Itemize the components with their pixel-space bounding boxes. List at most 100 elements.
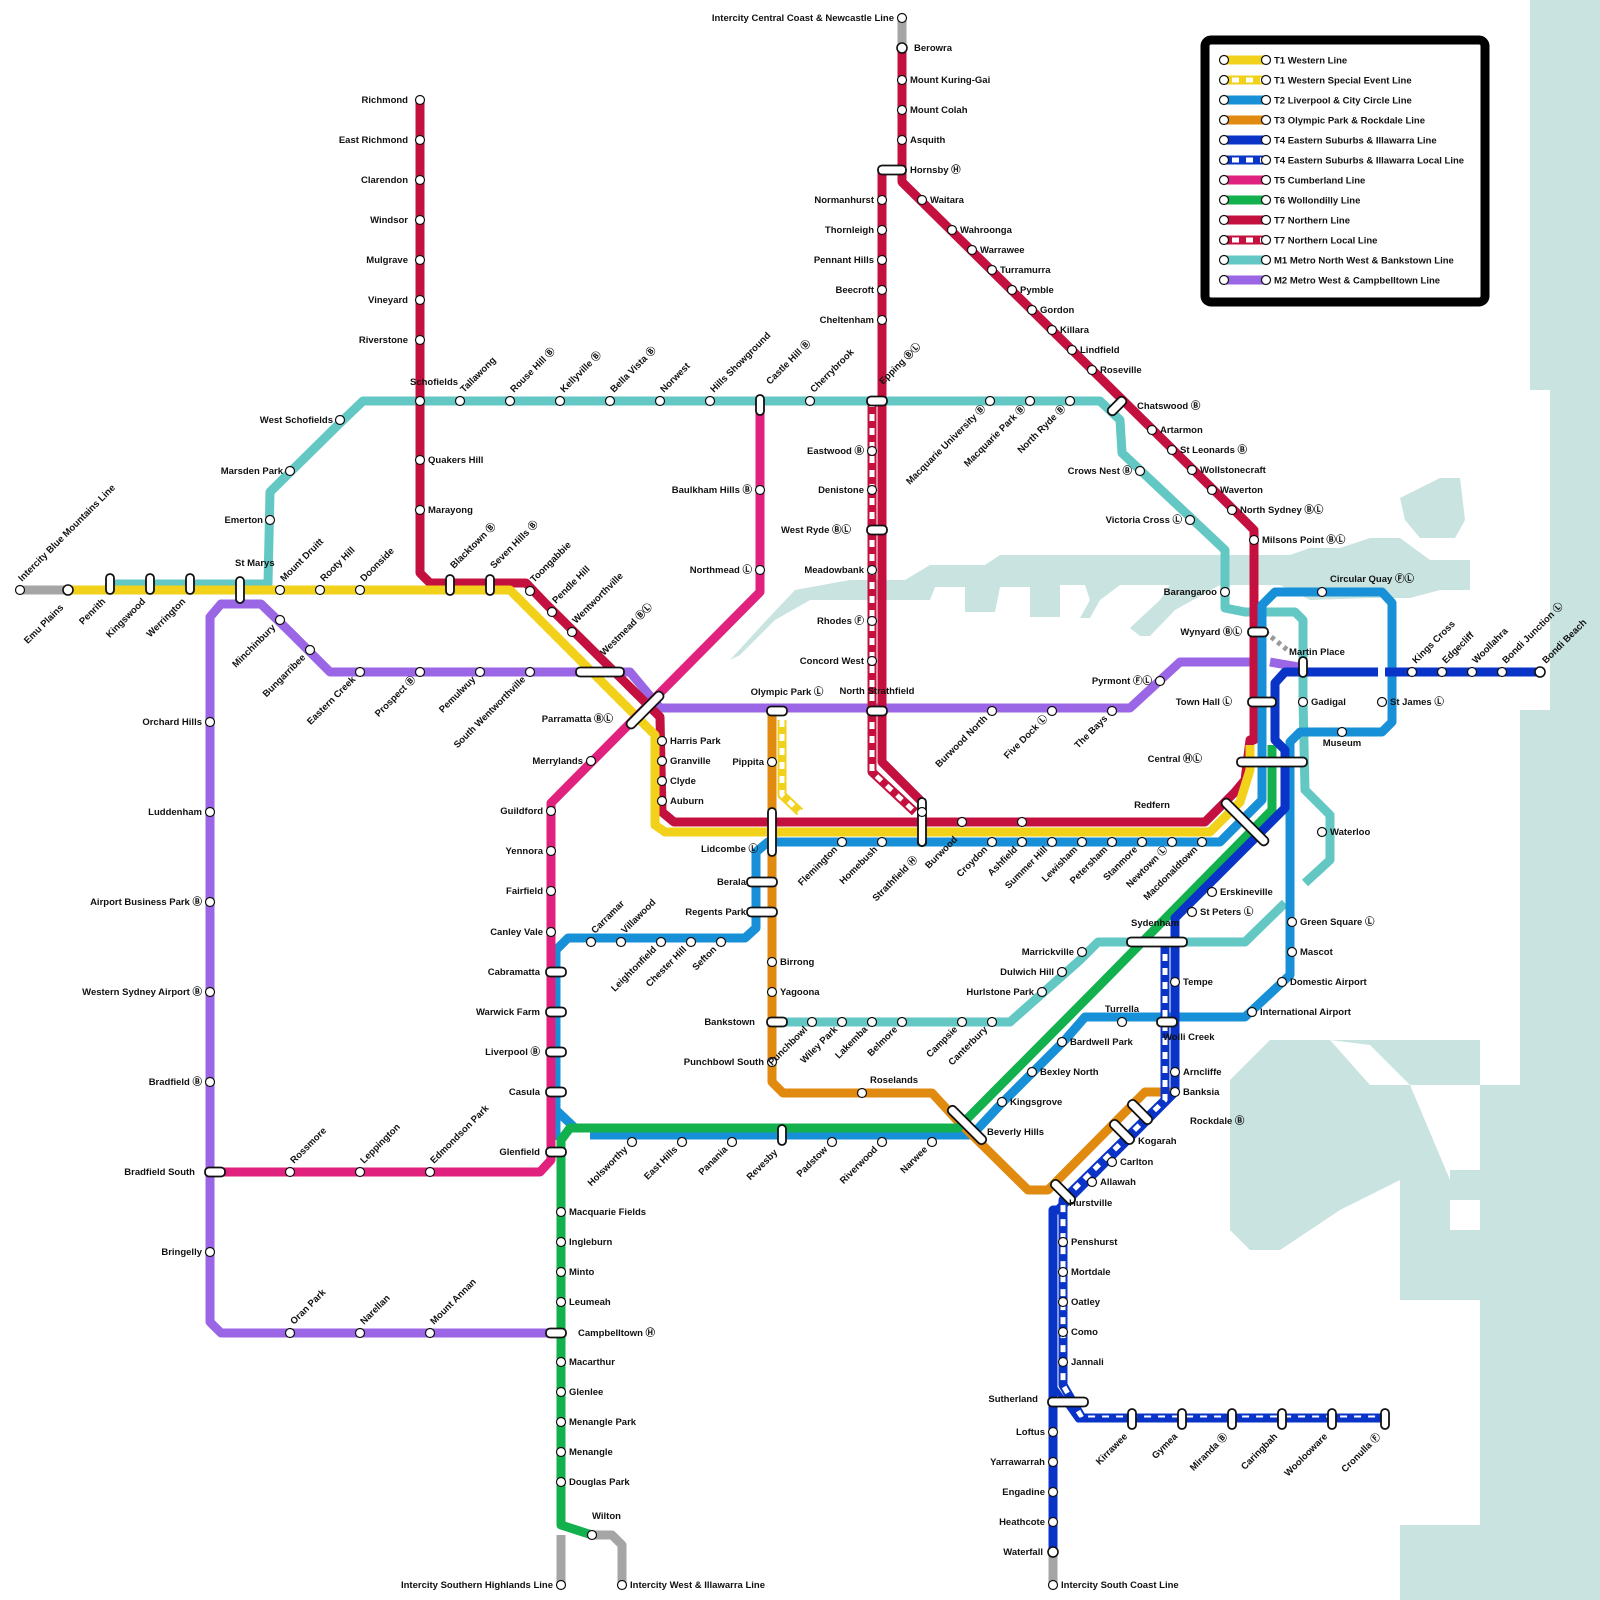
station-narwee[interactable]: [928, 1138, 937, 1147]
interchange-werrington[interactable]: [186, 574, 194, 594]
intercity-southern-highlands-end[interactable]: [557, 1581, 566, 1590]
station-erskineville[interactable]: [1208, 888, 1217, 897]
station-clarendon[interactable]: [416, 176, 425, 185]
station-loftus[interactable]: [1049, 1428, 1058, 1437]
station-chester-hill[interactable]: [687, 938, 696, 947]
station-mortdale[interactable]: [1059, 1268, 1068, 1277]
interchange-kingswood[interactable]: [146, 574, 154, 594]
interchange-central[interactable]: [1237, 758, 1307, 767]
station-wahroonga[interactable]: [948, 226, 957, 235]
station-petersham[interactable]: [1108, 838, 1117, 847]
station-pendle-hill[interactable]: [548, 608, 557, 617]
interchange-west-ryde[interactable]: [867, 526, 887, 535]
station-macquarie-university[interactable]: [986, 397, 995, 406]
station-lindfield[interactable]: [1068, 346, 1077, 355]
station-circular-quay[interactable]: [1318, 588, 1327, 597]
station-hills-showground[interactable]: [706, 397, 715, 406]
interchange-westmead[interactable]: [576, 668, 624, 677]
station-western-sydney-airport[interactable]: [206, 988, 215, 997]
interchange-castle-hill[interactable]: [756, 395, 764, 415]
interchange-hornsby[interactable]: [878, 166, 906, 175]
station-panania[interactable]: [728, 1138, 737, 1147]
station-hurlstone-park[interactable]: [1038, 988, 1047, 997]
interchange-revesby[interactable]: [778, 1125, 786, 1145]
interchange-town-hall[interactable]: [1248, 698, 1276, 707]
station-north-ryde[interactable]: [1066, 397, 1075, 406]
station-rooty-hill[interactable]: [316, 586, 325, 595]
interchange-cronulla[interactable]: [1381, 1409, 1389, 1429]
interchange-liverpool[interactable]: [546, 1048, 566, 1057]
station-pyrmont[interactable]: [1156, 677, 1165, 686]
station-harris-park[interactable]: [658, 737, 667, 746]
station-toongabbie[interactable]: [526, 587, 535, 596]
interchange-bankstown[interactable]: [767, 1018, 787, 1027]
station-waverton[interactable]: [1208, 486, 1217, 495]
station-macquarie-fields[interactable]: [557, 1208, 566, 1217]
station-summer-hill[interactable]: [1048, 838, 1057, 847]
interchange-strathfield-bar[interactable]: [918, 798, 926, 846]
station-riverwood[interactable]: [878, 1138, 887, 1147]
station-dulwich-hill[interactable]: [1058, 968, 1067, 977]
station-killara[interactable]: [1048, 326, 1057, 335]
interchange-olympic-park[interactable]: [767, 707, 787, 716]
station-ingleburn[interactable]: [557, 1238, 566, 1247]
station-woollahra[interactable]: [1468, 668, 1477, 677]
station-gadigal[interactable]: [1299, 698, 1308, 707]
interchange-lidcombe[interactable]: [768, 808, 776, 856]
station-richmond[interactable]: [416, 96, 425, 105]
station-cherrybrook[interactable]: [806, 397, 815, 406]
station-menangle[interactable]: [557, 1448, 566, 1457]
station-quakers-hill[interactable]: [416, 456, 425, 465]
station-bella-vista[interactable]: [606, 397, 615, 406]
station-kings-cross[interactable]: [1408, 668, 1417, 677]
station-engadine[interactable]: [1049, 1488, 1058, 1497]
station-rhodes[interactable]: [868, 617, 877, 626]
station-the-bays[interactable]: [1108, 707, 1117, 716]
station-domestic-airport[interactable]: [1278, 978, 1287, 987]
station-marrickville[interactable]: [1078, 948, 1087, 957]
station-macquarie-park[interactable]: [1026, 397, 1035, 406]
interchange-gymea[interactable]: [1178, 1409, 1186, 1429]
interchange-wolli-creek[interactable]: [1157, 1018, 1177, 1027]
station-croydon-dot[interactable]: [1018, 818, 1027, 827]
station-bardwell-park[interactable]: [1058, 1038, 1067, 1047]
station-wiley-park[interactable]: [838, 1018, 847, 1027]
station-victoria-cross[interactable]: [1186, 516, 1195, 525]
station-granville[interactable]: [658, 757, 667, 766]
station-pippita[interactable]: [768, 758, 777, 767]
station-wollstonecraft[interactable]: [1188, 466, 1197, 475]
station-five-dock[interactable]: [1048, 707, 1057, 716]
station-glenlee[interactable]: [557, 1388, 566, 1397]
station-bradfield[interactable]: [206, 1078, 215, 1087]
station-holsworthy[interactable]: [628, 1138, 637, 1147]
station-cheltenham[interactable]: [878, 316, 887, 325]
interchange-glenfield[interactable]: [546, 1148, 566, 1157]
station-rossmore[interactable]: [286, 1168, 295, 1177]
station-kingsgrove[interactable]: [998, 1098, 1007, 1107]
station-east-richmond[interactable]: [416, 136, 425, 145]
station-burwood-north[interactable]: [988, 707, 997, 716]
station-campsie[interactable]: [958, 1018, 967, 1027]
station-meadowbank[interactable]: [868, 566, 877, 575]
station-macarthur[interactable]: [557, 1358, 566, 1367]
interchange-martin-place[interactable]: [1299, 657, 1307, 677]
station-newtown[interactable]: [1168, 838, 1177, 847]
station-jannali[interactable]: [1059, 1358, 1068, 1367]
station-bungarribee[interactable]: [306, 646, 315, 655]
station-sefton[interactable]: [717, 938, 726, 947]
interchange-seven-hills[interactable]: [486, 575, 494, 595]
interchange-warwick-farm[interactable]: [546, 1008, 566, 1017]
interchange-casula[interactable]: [546, 1088, 566, 1097]
station-minto[interactable]: [557, 1268, 566, 1277]
interchange-blacktown[interactable]: [446, 575, 454, 595]
station-banksia[interactable]: [1171, 1088, 1180, 1097]
station-international-airport[interactable]: [1248, 1008, 1257, 1017]
station-homebush[interactable]: [878, 838, 887, 847]
station-bringelly[interactable]: [206, 1248, 215, 1257]
station-windsor[interactable]: [416, 216, 425, 225]
station-como[interactable]: [1059, 1328, 1068, 1337]
station-leppington[interactable]: [356, 1168, 365, 1177]
station-mount-annan[interactable]: [426, 1329, 435, 1338]
station-orchard-hills[interactable]: [206, 718, 215, 727]
station-kellyville[interactable]: [556, 397, 565, 406]
